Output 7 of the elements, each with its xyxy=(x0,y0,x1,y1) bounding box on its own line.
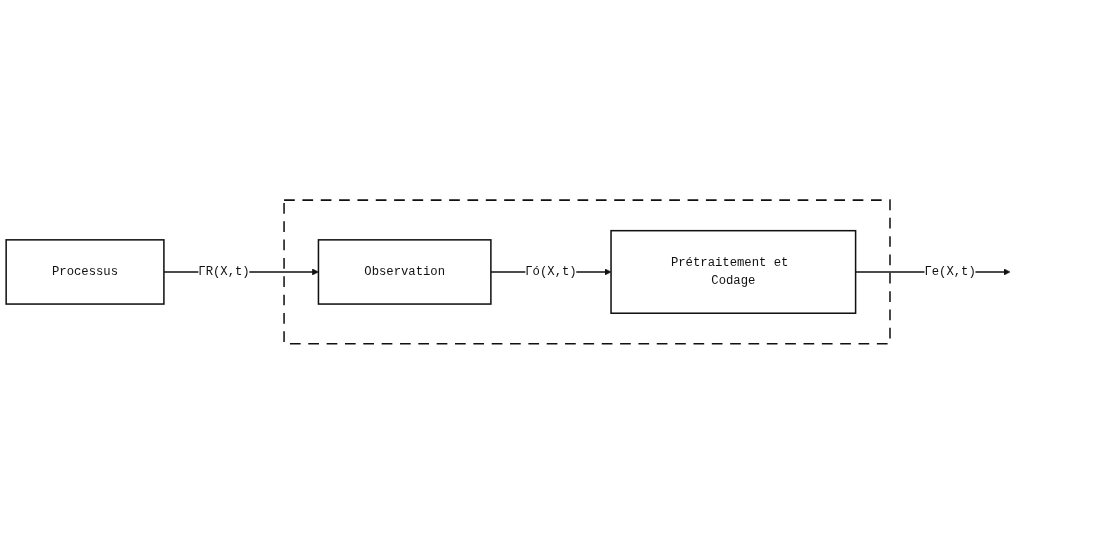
edge-label: Γe(X,t) xyxy=(924,265,976,279)
node-box: Observation xyxy=(317,239,492,305)
node-box: Prétraitement et Codage xyxy=(610,229,857,315)
edge-label: ΓR(X,t) xyxy=(198,265,250,279)
node-box: Processus xyxy=(5,239,165,305)
cluster xyxy=(283,199,891,345)
edge-label: Γó(X,t) xyxy=(525,265,577,279)
